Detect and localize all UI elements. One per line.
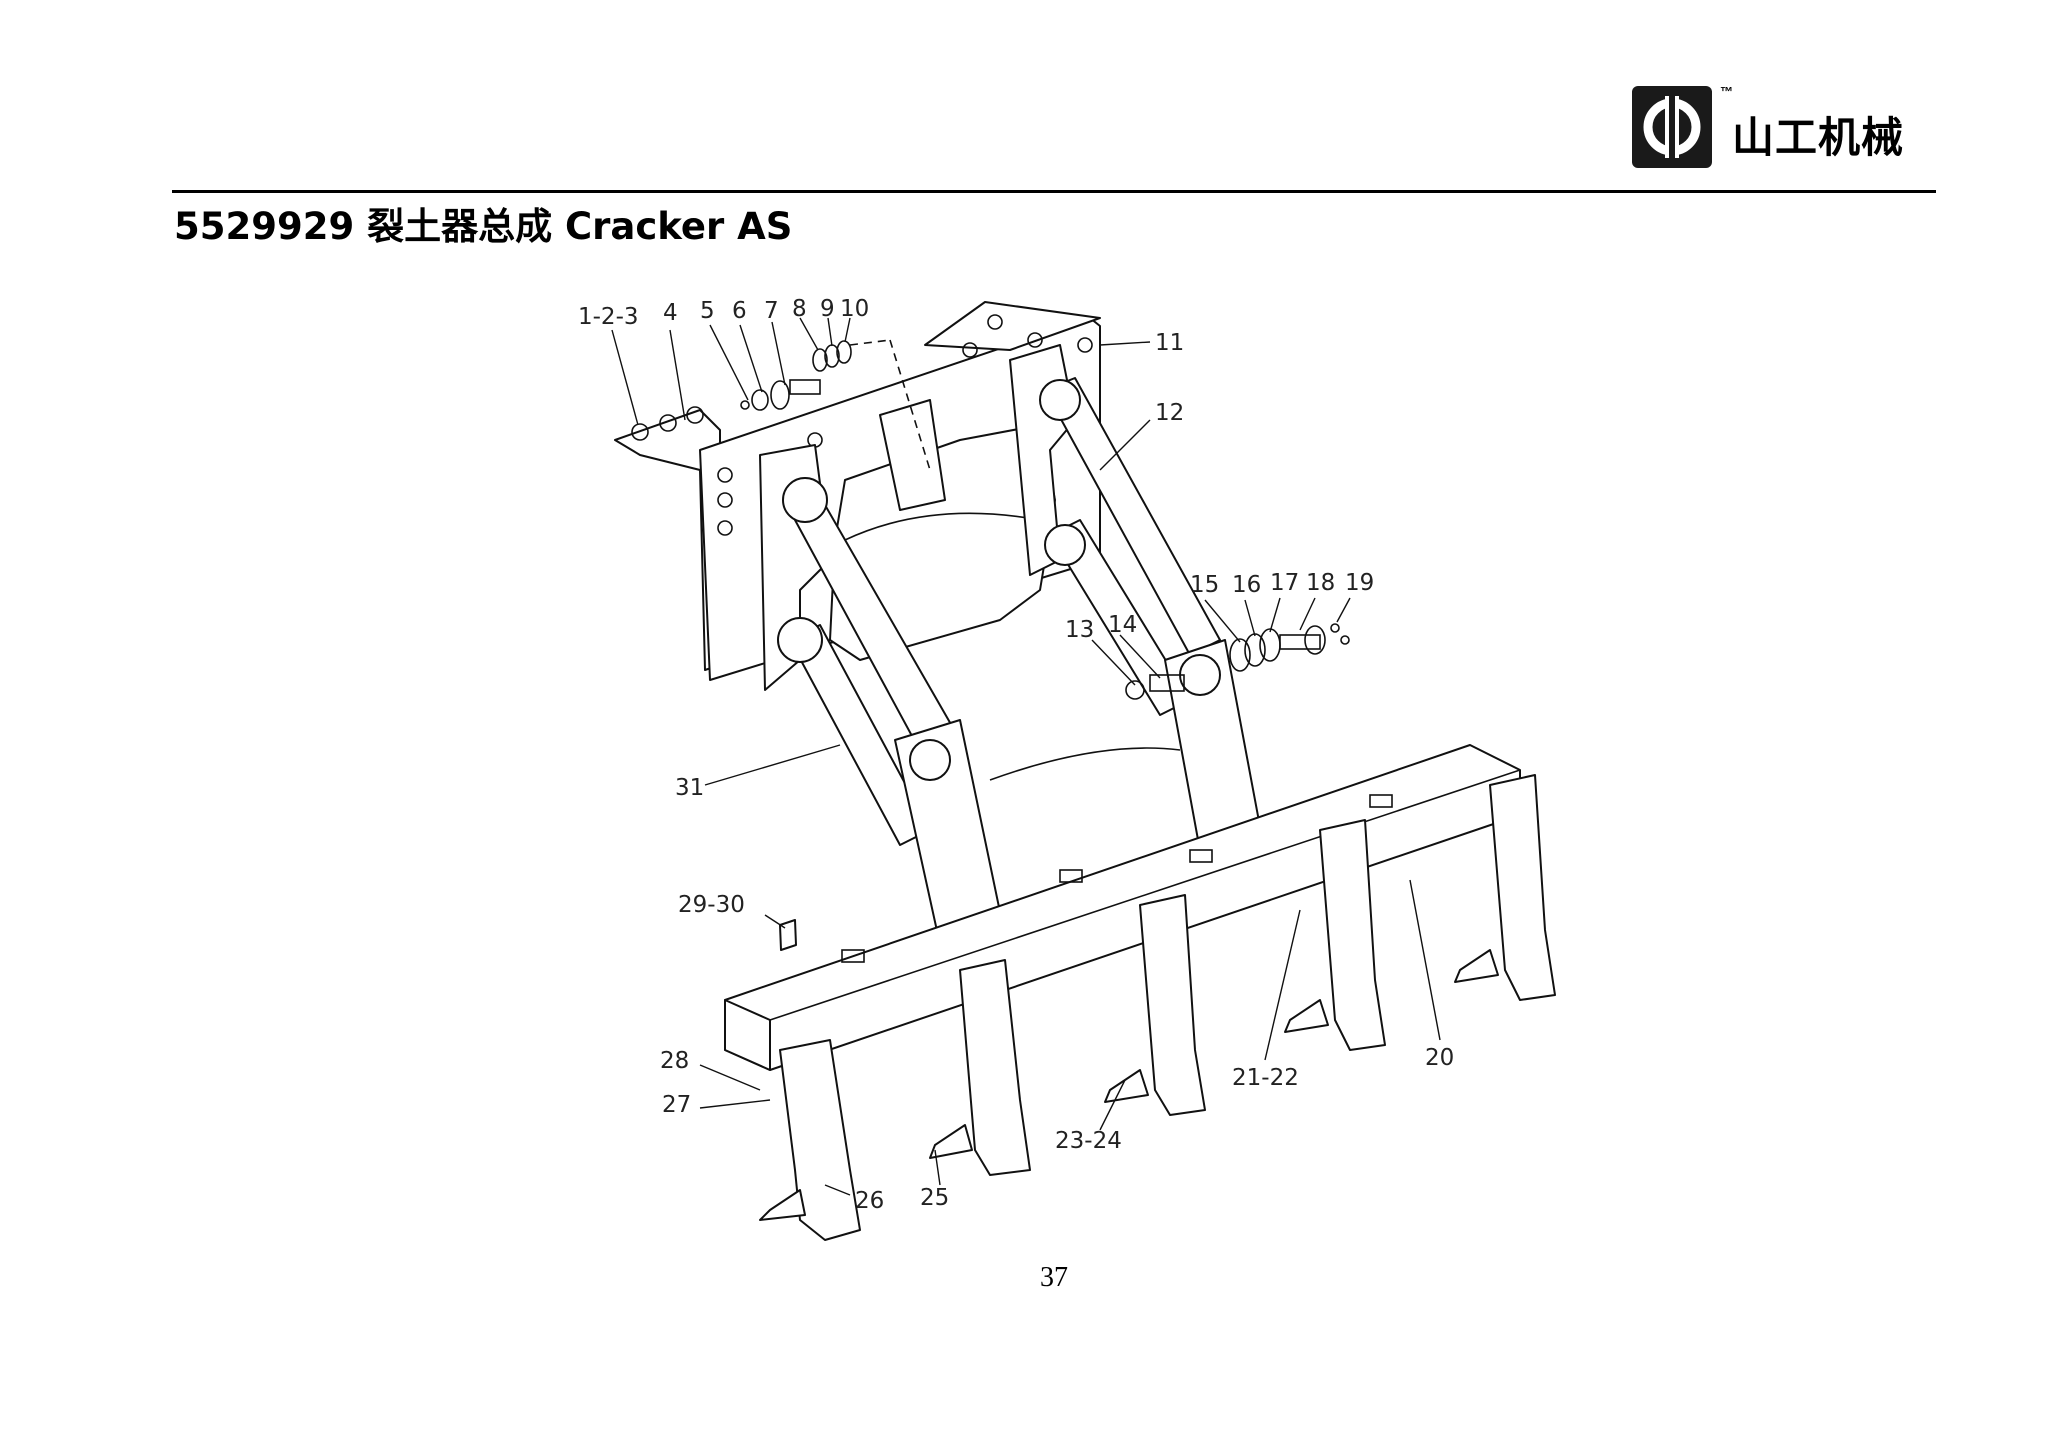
callout-5: 5	[700, 298, 715, 324]
left-link-arm	[759, 444, 961, 846]
callout-18: 18	[1306, 570, 1335, 596]
callout-31: 31	[675, 775, 704, 801]
callout-6: 6	[732, 298, 747, 324]
pin-hardware-top	[740, 339, 931, 471]
callout-27: 27	[662, 1092, 691, 1118]
pin-part-29-30	[779, 919, 797, 951]
brand-logo: ™ 山工机械	[1632, 84, 1932, 174]
page-number: 37	[1040, 1262, 1068, 1293]
callout-11: 11	[1155, 330, 1184, 356]
callout-25: 25	[920, 1185, 949, 1211]
brand-name: 山工机械	[1732, 113, 1905, 162]
callout-17: 17	[1270, 570, 1299, 596]
callout-10: 10	[840, 296, 869, 322]
callout-21-22: 21-22	[1232, 1065, 1299, 1091]
tool-beam	[724, 744, 1521, 1071]
callout-9: 9	[820, 296, 835, 322]
trademark-mark: ™	[1720, 84, 1733, 99]
callout-20: 20	[1425, 1045, 1454, 1071]
ripper-shanks	[759, 774, 1556, 1241]
callout-13: 13	[1065, 617, 1094, 643]
callout-12: 12	[1155, 400, 1184, 426]
callout-16: 16	[1232, 572, 1261, 598]
callout-7: 7	[764, 298, 779, 324]
callout-labels: 1-2-3 4 5 6 7 8 9 10 11 12 13 14 15 16 1…	[578, 296, 1454, 1214]
right-link-arm	[1009, 344, 1221, 716]
pin-hardware-right	[1125, 623, 1350, 700]
callout-1-2-3: 1-2-3	[578, 304, 639, 330]
callout-14: 14	[1108, 612, 1137, 638]
callout-29-30: 29-30	[678, 892, 745, 918]
page-title: 5529929 裂土器总成 Cracker AS	[174, 205, 793, 248]
callout-19: 19	[1345, 570, 1374, 596]
callout-8: 8	[792, 296, 807, 322]
shantui-logo-icon	[1632, 86, 1712, 168]
callout-26: 26	[855, 1188, 884, 1214]
callout-4: 4	[663, 300, 678, 326]
callout-15: 15	[1190, 572, 1219, 598]
callout-23-24: 23-24	[1055, 1128, 1122, 1154]
callout-leaders	[611, 317, 1441, 1196]
header-rule	[172, 190, 1936, 193]
callout-28: 28	[660, 1048, 689, 1074]
